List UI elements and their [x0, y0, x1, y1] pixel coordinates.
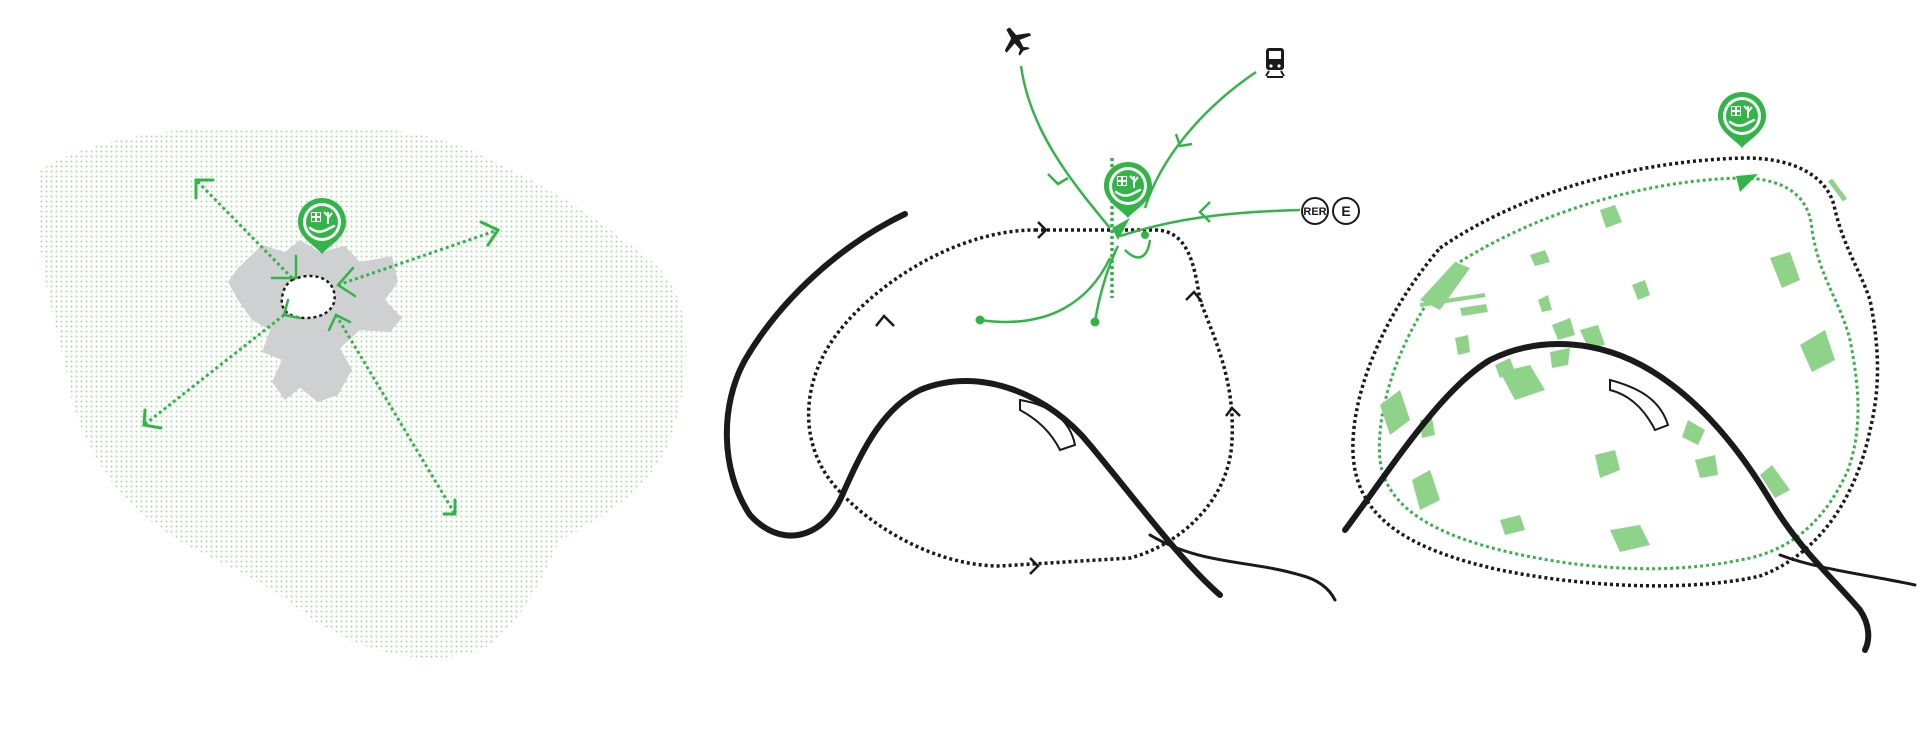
seine-river-right: [1342, 340, 1872, 653]
arrow-northwest: [194, 178, 294, 280]
arrow-southeast: [334, 314, 457, 515]
metropolitan-area-dotted: [37, 127, 687, 658]
line-e-badge: E: [1332, 197, 1360, 225]
paris-center-dotted-outline: [280, 274, 336, 320]
panel-metropolitan: [37, 127, 687, 658]
park-strip-northeast: [1828, 178, 1847, 202]
seine-river-upper: [723, 211, 1223, 598]
park-strip: [1419, 293, 1486, 307]
train-line: [1143, 70, 1257, 209]
ile-outline-right: [1609, 378, 1670, 432]
loop-direction-arrows: [875, 221, 1241, 575]
radiation-arrows: [143, 178, 499, 515]
seine-river-right-branch: [1778, 553, 1917, 587]
peripherique-dotted-loop: [806, 228, 1235, 568]
access-lines: [979, 65, 1301, 324]
park-patches: [1380, 205, 1835, 552]
west-line-endpoint: [975, 315, 985, 325]
west-line: [979, 257, 1112, 324]
rer-line: [1119, 208, 1301, 238]
rer-badge: RER: [1301, 197, 1329, 225]
panel-transport: RER E: [723, 27, 1360, 602]
marker-pin-icon-transport: [1102, 160, 1154, 220]
airplane-icon: [1004, 27, 1032, 56]
hub-node: [1141, 231, 1149, 239]
hub-triangle: [1112, 218, 1130, 240]
train-icon: [1265, 48, 1285, 78]
southwest-line-endpoint: [1090, 317, 1100, 327]
ile-outline: [1019, 398, 1077, 452]
south-line: [1124, 239, 1152, 259]
radiation-arrowheads: [142, 178, 501, 516]
southwest-line: [1093, 245, 1120, 323]
seine-river-branch: [1148, 533, 1337, 602]
marker-pin-icon-green: [1716, 90, 1768, 150]
rer-badge-label: RER: [1303, 206, 1326, 218]
panel-green-network: [1342, 90, 1917, 653]
paris-gray-area: [228, 240, 402, 402]
arrow-northeast: [337, 228, 499, 287]
inner-green-dotted-boundary: [1377, 176, 1860, 571]
marker-triangle: [1736, 174, 1758, 192]
access-arrowheads: [1047, 133, 1211, 223]
line-e-badge-label: E: [1341, 203, 1350, 219]
airport-line: [1019, 65, 1111, 229]
